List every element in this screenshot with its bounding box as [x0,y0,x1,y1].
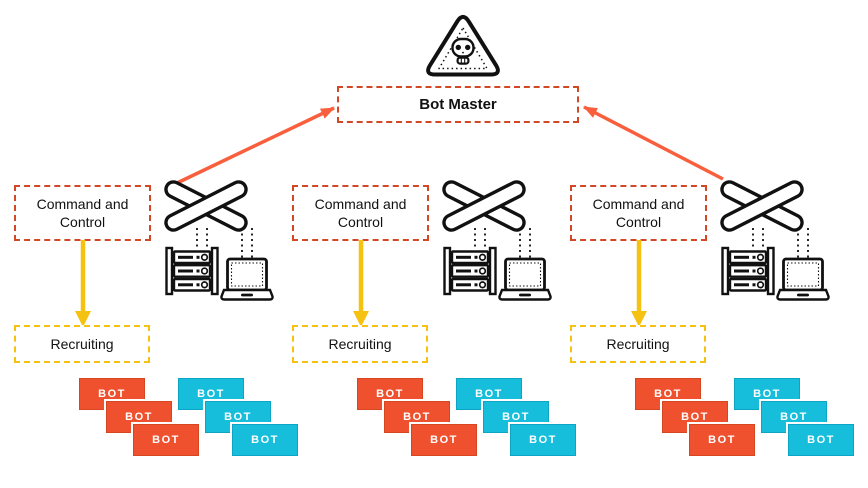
skull-icon [451,37,475,65]
network-switch-x-icon [720,180,804,232]
bot-node: BOT [411,424,477,456]
arrow-left-to-botmaster [176,106,335,185]
command-control-box: Command and Control [14,185,151,241]
connection-dotted-lines [752,228,809,259]
laptop-icon [220,257,274,301]
warning-triangle-dotted-inner [438,27,488,70]
network-infrastructure-icon [164,180,274,301]
recruiting-label: Recruiting [606,336,670,352]
network-infrastructure-icon [442,180,552,301]
bot-node: BOT [232,424,298,456]
arrow-right-to-botmaster [583,105,724,181]
bot-node: BOT [788,424,854,456]
bot-master-label: Bot Master [419,96,497,113]
skull-warning-triangle-icon [426,14,500,77]
laptop-icon [776,257,830,301]
bot-node: BOT [510,424,576,456]
command-control-label: Command and Control [36,196,129,230]
network-infrastructure-icon [720,180,830,301]
server-rack-icon [165,246,219,296]
recruit-arrow-down [75,240,91,327]
bot-node: BOT [689,424,755,456]
recruiting-box: Recruiting [570,325,706,363]
connection-dotted-lines [196,228,253,259]
bot-node: BOT [133,424,199,456]
command-control-label: Command and Control [592,196,685,230]
botnet-cluster-1: Command and Control [14,178,314,460]
server-rack-icon [443,246,497,296]
recruiting-label: Recruiting [328,336,392,352]
laptop-icon [498,257,552,301]
bot-master-box: Bot Master [337,86,579,123]
recruit-arrow-down [631,240,647,327]
connection-dotted-lines [474,228,531,259]
botnet-cluster-3: Command and Control [570,178,868,460]
recruit-arrow-down [353,240,369,327]
recruiting-box: Recruiting [14,325,150,363]
recruiting-label: Recruiting [50,336,114,352]
command-control-box: Command and Control [292,185,429,241]
command-control-box: Command and Control [570,185,707,241]
network-switch-x-icon [442,180,526,232]
botnet-cluster-2: Command and Control [292,178,592,460]
network-switch-x-icon [164,180,248,232]
recruiting-box: Recruiting [292,325,428,363]
server-rack-icon [721,246,775,296]
command-control-label: Command and Control [314,196,407,230]
